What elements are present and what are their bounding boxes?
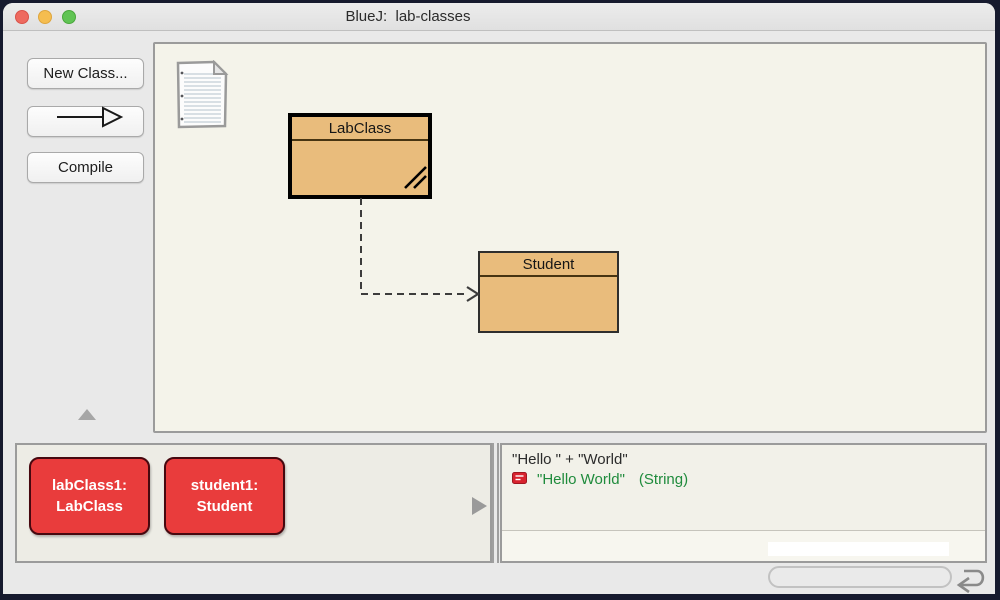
class-name-label: Student [480, 253, 617, 277]
horizontal-scrollbar[interactable] [768, 566, 952, 588]
window-title: BlueJ: lab-classes [345, 8, 471, 25]
object-name: student1: [190, 477, 259, 494]
new-uses-arrow-button[interactable] [27, 105, 144, 137]
codepad-input-row[interactable] [502, 530, 985, 561]
compile-button[interactable]: Compile [27, 152, 144, 183]
progress-triangle-icon[interactable] [78, 409, 96, 420]
codepad-result-value: "Hello World" [537, 471, 625, 488]
bluej-main-window: BlueJ: lab-classes New Class... Compile [3, 3, 995, 594]
object-type: Student [196, 498, 253, 515]
new-class-button[interactable]: New Class... [27, 58, 144, 89]
close-icon[interactable] [15, 10, 29, 24]
object-type: LabClass [56, 498, 123, 515]
readme-document-icon[interactable] [173, 59, 231, 135]
resize-handle-icon[interactable] [403, 165, 427, 194]
right-triangle-icon[interactable] [472, 497, 487, 515]
object-reference-icon[interactable] [512, 471, 527, 488]
codepad-expression: "Hello " + "World" [512, 451, 628, 468]
class-diagram-canvas[interactable] [153, 42, 987, 433]
codepad-input[interactable] [768, 542, 949, 556]
codepad-result-line: "Hello World" (String) [512, 471, 975, 488]
return-arrow-icon[interactable] [951, 563, 987, 594]
codepad-panel[interactable]: "Hello " + "World" "Hello World" (String… [500, 443, 987, 563]
uses-arrow-icon [45, 103, 127, 141]
object-name: labClass1: [51, 477, 128, 494]
object-bench[interactable]: labClass1: LabClass student1: Student [15, 443, 492, 563]
zoom-icon[interactable] [62, 10, 76, 24]
title-bar[interactable]: BlueJ: lab-classes [3, 3, 995, 31]
codepad-result-type: (String) [638, 471, 689, 488]
object-labclass1[interactable]: labClass1: LabClass [29, 457, 150, 535]
class-box-student[interactable]: Student [478, 251, 619, 333]
uses-relationship-arrow[interactable] [340, 190, 490, 313]
bench-codepad-splitter[interactable] [492, 443, 499, 563]
class-name-label: LabClass [292, 117, 428, 141]
class-box-labclass[interactable]: LabClass [288, 113, 432, 199]
object-student1[interactable]: student1: Student [164, 457, 285, 535]
codepad-history: "Hello " + "World" "Hello World" (String… [502, 445, 985, 530]
minimize-icon[interactable] [38, 10, 52, 24]
